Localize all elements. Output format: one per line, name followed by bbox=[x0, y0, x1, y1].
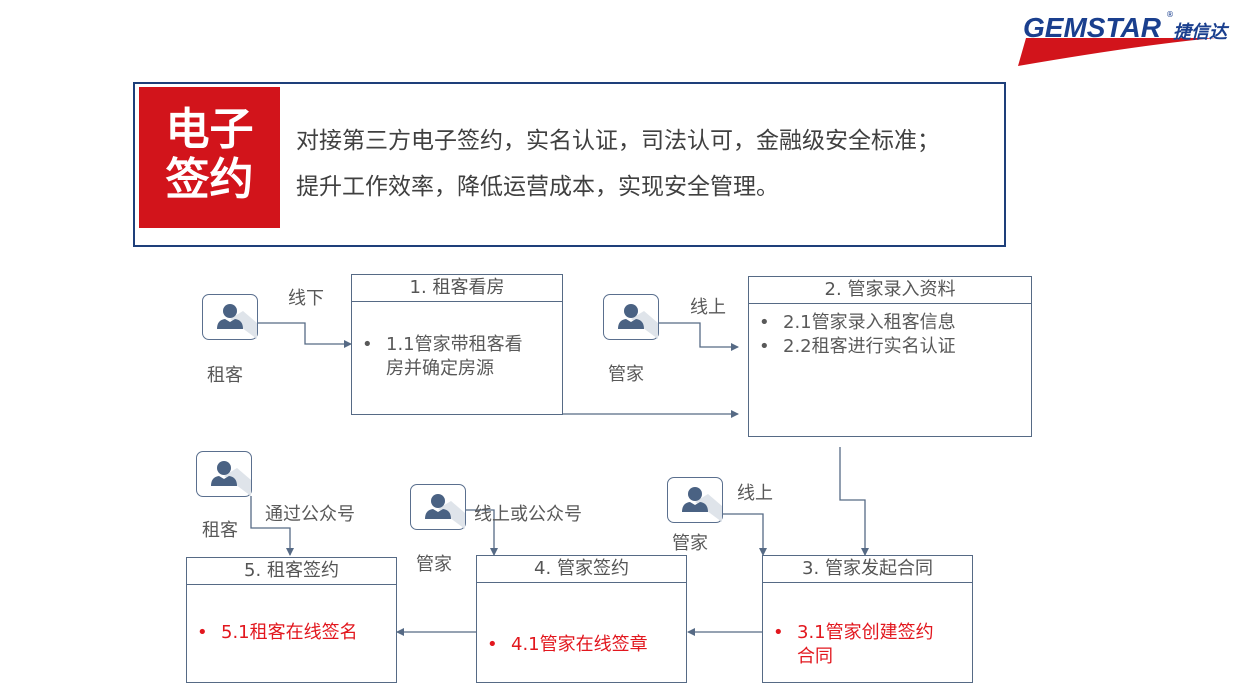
step3-bullet-line2: 合同 bbox=[797, 646, 833, 667]
bullet-dot: • bbox=[487, 634, 498, 655]
header-description: 对接第三方电子签约，实名认证，司法认可，金融级安全标准； 提升工作效率，降低运营… bbox=[296, 118, 940, 210]
step3-box: 3. 管家发起合同 • 3.1管家创建签约 合同 bbox=[762, 555, 973, 683]
step2-bullet2-text: 2.2租客进行实名认证 bbox=[783, 336, 956, 357]
actor5-channel: 通过公众号 bbox=[265, 504, 355, 525]
step1-bullet-text: 1.1管家带租客看 房并确定房源 bbox=[386, 333, 523, 381]
tenant-avatar bbox=[202, 294, 258, 340]
step1-box: 1. 租客看房 • 1.1管家带租客看 房并确定房源 bbox=[351, 274, 563, 415]
actor1-role: 租客 bbox=[207, 365, 243, 386]
actor5-role: 租客 bbox=[202, 520, 238, 541]
actor3-role: 管家 bbox=[672, 533, 708, 554]
actor4-role: 管家 bbox=[416, 554, 452, 575]
person-icon bbox=[211, 461, 251, 496]
manager-avatar bbox=[667, 477, 723, 523]
person-icon bbox=[425, 494, 465, 529]
step1-bullet-line1: 1.1管家带租客看 bbox=[386, 334, 523, 355]
actor2-channel: 线上 bbox=[690, 297, 726, 318]
actor1-channel: 线下 bbox=[288, 288, 324, 309]
step3-bullet-text: 3.1管家创建签约 合同 bbox=[797, 621, 934, 669]
step2-box: 2. 管家录入资料 • 2.1管家录入租客信息 • 2.2租客进行实名认证 bbox=[748, 276, 1032, 437]
logo-brand-text: GEMSTAR bbox=[1023, 12, 1161, 43]
step1-title: 1. 租客看房 bbox=[352, 275, 562, 302]
bullet-dot: • bbox=[759, 312, 770, 333]
bullet-dot: • bbox=[773, 622, 784, 643]
logo-chinese-text: 捷信达 bbox=[1173, 22, 1227, 43]
step4-box: 4. 管家签约 • 4.1管家在线签章 bbox=[476, 555, 687, 683]
person-icon bbox=[217, 304, 257, 339]
header-panel bbox=[133, 82, 1006, 247]
step4-title: 4. 管家签约 bbox=[477, 556, 686, 583]
step5-bullet-text: 5.1租客在线签名 bbox=[221, 622, 358, 643]
step3-bullet-line1: 3.1管家创建签约 bbox=[797, 622, 934, 643]
step1-bullet-line2: 房并确定房源 bbox=[386, 358, 494, 379]
actor3-channel: 线上 bbox=[737, 483, 773, 504]
actor4-channel: 线上或公众号 bbox=[474, 504, 582, 525]
header-badge-line2: 签约 bbox=[165, 154, 254, 205]
step5-box: 5. 租客签约 • 5.1租客在线签名 bbox=[186, 557, 397, 683]
bullet-dot: • bbox=[362, 334, 373, 355]
bullet-dot: • bbox=[197, 622, 208, 643]
step2-bullet1-text: 2.1管家录入租客信息 bbox=[783, 312, 956, 333]
step4-bullet-text: 4.1管家在线签章 bbox=[511, 634, 648, 655]
header-badge-line1: 电子 bbox=[165, 104, 254, 155]
step2-title: 2. 管家录入资料 bbox=[749, 277, 1031, 304]
person-icon bbox=[618, 304, 658, 339]
logo-swoosh-icon bbox=[1018, 38, 1216, 66]
step3-title: 3. 管家发起合同 bbox=[763, 556, 972, 583]
header-line1: 对接第三方电子签约，实名认证，司法认可，金融级安全标准； bbox=[296, 128, 940, 154]
header-line2: 提升工作效率，降低运营成本，实现安全管理。 bbox=[296, 174, 779, 200]
header-badge: 电子 签约 bbox=[139, 87, 280, 228]
bullet-dot: • bbox=[759, 336, 770, 357]
manager-avatar bbox=[603, 294, 659, 340]
tenant-avatar bbox=[196, 451, 252, 497]
gemstar-logo bbox=[1016, 10, 1246, 70]
logo-registered-mark: ® bbox=[1166, 10, 1174, 19]
manager-avatar bbox=[410, 484, 466, 530]
actor2-role: 管家 bbox=[608, 364, 644, 385]
person-icon bbox=[682, 487, 722, 522]
step5-title: 5. 租客签约 bbox=[187, 558, 396, 585]
